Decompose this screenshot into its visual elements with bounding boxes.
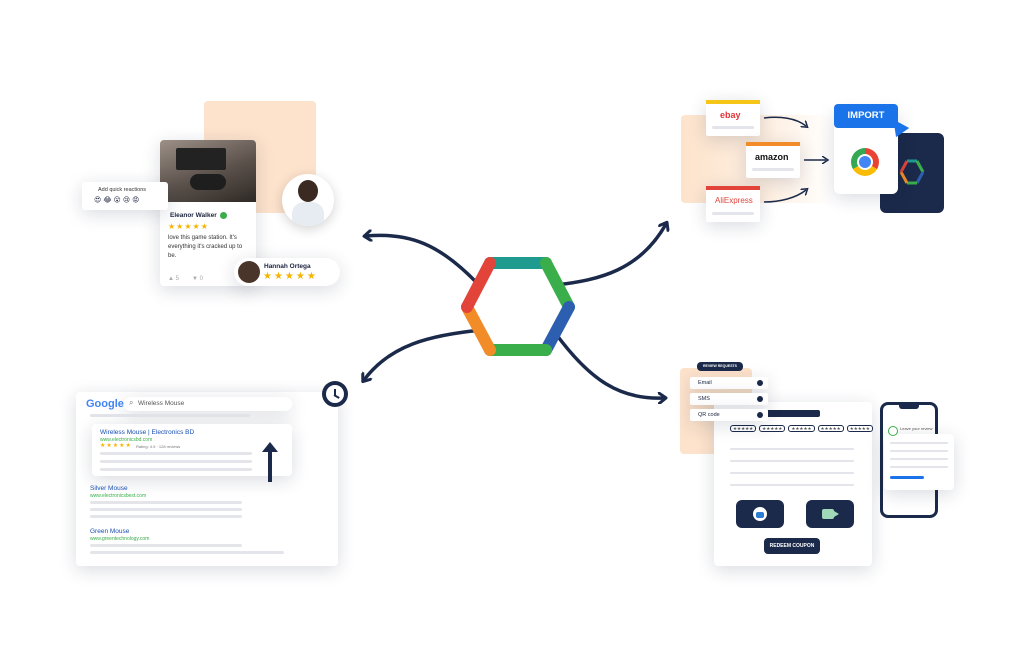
reaction-laugh-icon[interactable]: 😂 <box>103 197 114 204</box>
reviewer-avatar-large <box>282 174 334 226</box>
ebay-logo: ebay <box>720 110 741 120</box>
reaction-emoji-row[interactable]: 😍😂😮😢😡 <box>94 196 141 204</box>
phone-check-icon <box>888 426 898 436</box>
rank-up-arrow-icon <box>268 448 272 482</box>
option-sms-radio[interactable] <box>757 396 763 402</box>
reaction-wow-icon[interactable]: 😮 <box>113 197 123 204</box>
result-title-green[interactable]: Green Mouse <box>90 528 130 535</box>
phone-review-card: Leave your review <box>884 426 954 490</box>
review-stars: ★★★★★ <box>168 222 209 231</box>
second-reviewer-avatar <box>238 261 260 283</box>
source-card-ebay[interactable]: ebay <box>706 100 760 136</box>
search-box[interactable]: ⌕ Wireless Mouse <box>124 397 292 411</box>
option-email-radio[interactable] <box>757 380 763 386</box>
google-logo: Google <box>86 398 124 410</box>
amazon-logo: amazon <box>755 152 789 162</box>
arrow-to-importer <box>555 224 666 287</box>
second-review-pill: Hannah Ortega ★★★★★ <box>234 258 340 286</box>
product-photo <box>160 140 256 202</box>
option-qr[interactable]: QR code <box>690 409 768 421</box>
upload-video-button[interactable] <box>806 500 854 528</box>
redeem-coupon-button[interactable]: REDEEM COUPON <box>764 538 820 554</box>
hexagon-logo <box>461 257 575 356</box>
featured-result-url: www.electronicsbd.com <box>100 437 153 443</box>
search-results-page: Google ⌕ Wireless Mouse Wireless Mouse |… <box>76 392 338 566</box>
hex-edge-blue <box>540 301 575 356</box>
import-button[interactable]: IMPORT <box>834 104 898 128</box>
option-sms-label: SMS <box>698 396 710 402</box>
arrow-to-reviews <box>366 235 478 284</box>
chrome-icon <box>851 148 879 176</box>
featured-result-stars: ★★★★★ <box>100 443 132 449</box>
like-icon[interactable]: ▲ 5 <box>168 276 179 282</box>
hex-edge-green <box>540 257 575 313</box>
quick-reactions-label: Add quick reactions <box>98 187 146 193</box>
hex-edge-orange <box>461 301 496 356</box>
video-icon <box>822 509 834 519</box>
request-email-form: ★★★★★★★★★★★★★★★★★★★★★★★★★ REDEEM COUPON <box>714 402 873 566</box>
photo-icon <box>753 507 767 521</box>
verified-icon <box>220 212 227 219</box>
second-review-stars: ★★★★★ <box>263 271 318 282</box>
search-query: Wireless Mouse <box>138 400 185 407</box>
option-qr-label: QR code <box>698 412 720 418</box>
featured-result-title[interactable]: Wireless Mouse | Electronics BD <box>100 429 195 436</box>
review-card: Eleanor Walker ★★★★★ love this game stat… <box>160 140 256 286</box>
second-reviewer-name: Hannah Ortega <box>264 263 311 270</box>
option-email[interactable]: Email <box>690 377 768 389</box>
featured-result-card[interactable]: Wireless Mouse | Electronics BD www.elec… <box>92 424 292 476</box>
rank-up-arrowhead <box>262 442 278 452</box>
source-card-amazon[interactable]: amazon <box>746 142 800 178</box>
reaction-angry-icon[interactable]: 😡 <box>132 197 142 204</box>
result-url-green: www.greentechnology.com <box>90 536 150 542</box>
review-text: love this game station. It's everything … <box>168 235 243 259</box>
result-title-silver[interactable]: Silver Mouse <box>90 485 128 492</box>
option-email-label: Email <box>698 380 712 386</box>
option-qr-radio[interactable] <box>757 412 763 418</box>
search-icon: ⌕ <box>129 398 134 407</box>
reviewer-name: Eleanor Walker <box>170 212 217 219</box>
source-card-aliexpress[interactable]: AliExpress <box>706 186 760 222</box>
featured-result-rating: Rating: 4.9 · 128 reviews <box>136 444 181 449</box>
phone-label: Leave your review <box>900 426 933 431</box>
arrow-to-search <box>364 328 483 380</box>
hex-edge-red <box>461 257 496 313</box>
arrow-to-requests <box>554 332 664 398</box>
review-requests-header: REVIEW REQUESTS <box>697 362 743 371</box>
dislike-icon[interactable]: ▼ 0 <box>192 276 203 282</box>
reaction-love-icon[interactable]: 😍 <box>94 197 104 204</box>
option-sms[interactable]: SMS <box>690 393 768 405</box>
small-hexagon-icon <box>899 159 925 185</box>
phone-submit-bar[interactable] <box>890 476 924 479</box>
aliexpress-logo: AliExpress <box>715 196 753 205</box>
form-header-bar <box>756 410 820 417</box>
result-url-silver: www.electronicsbest.com <box>90 493 147 499</box>
rating-boxes: ★★★★★★★★★★★★★★★★★★★★★★★★★ <box>730 425 873 432</box>
clock-icon <box>322 381 348 407</box>
reaction-sad-icon[interactable]: 😢 <box>122 197 133 204</box>
quick-reactions-popup: Add quick reactions 😍😂😮😢😡 <box>82 182 168 210</box>
upload-photo-button[interactable] <box>736 500 784 528</box>
